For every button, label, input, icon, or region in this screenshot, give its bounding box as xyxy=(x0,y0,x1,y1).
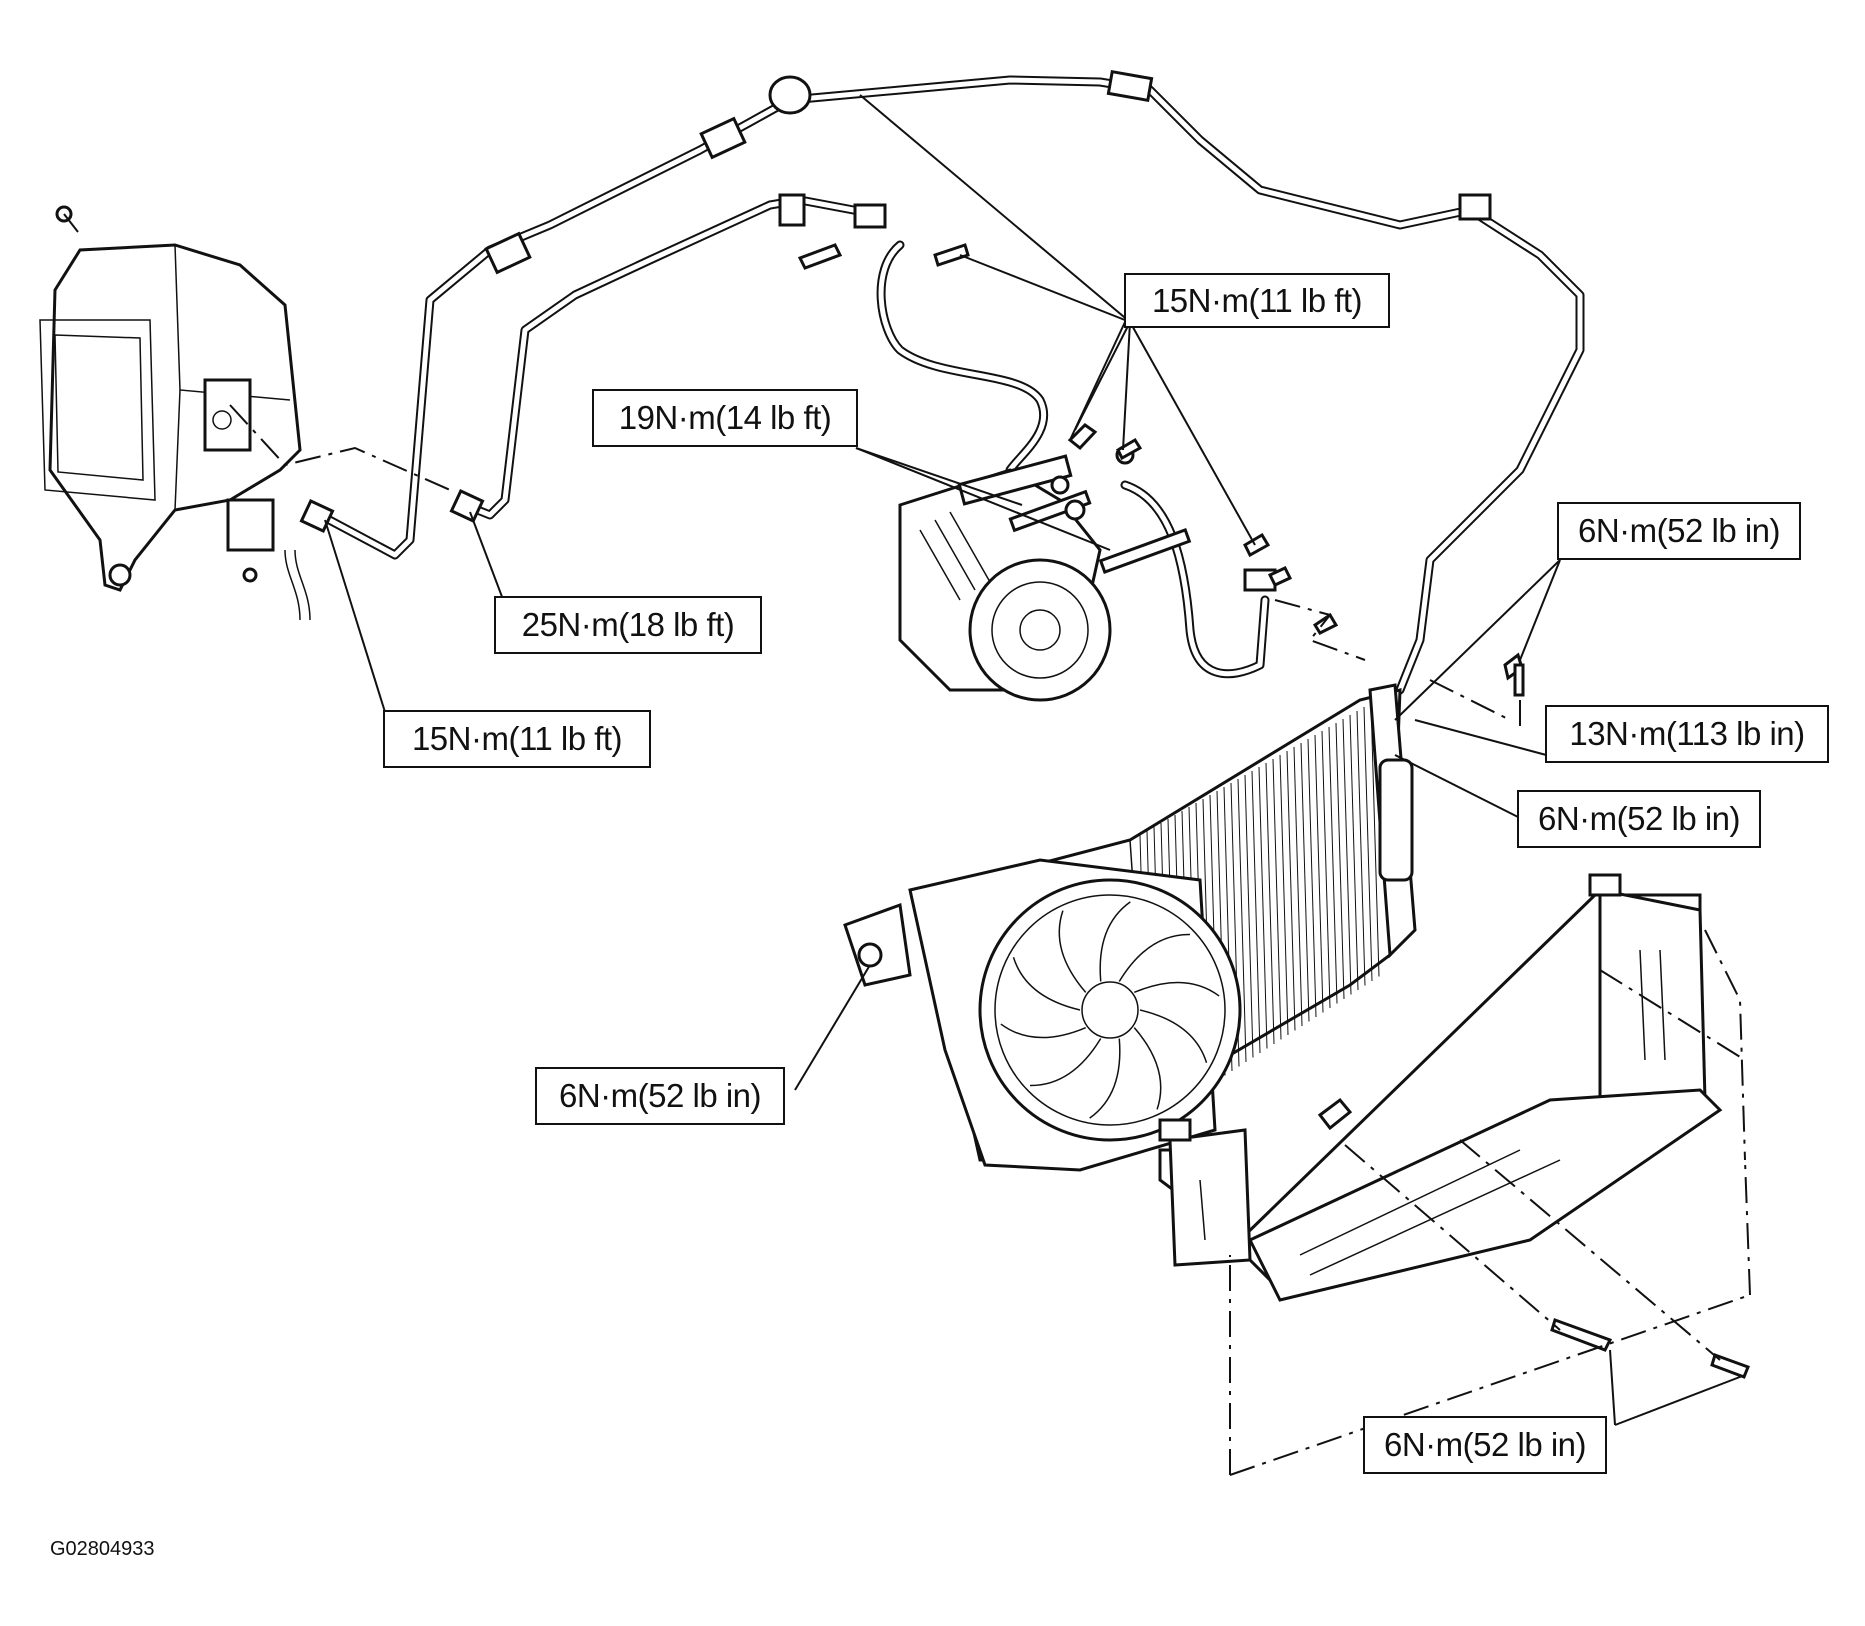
leader-lines xyxy=(324,94,1746,1426)
torque-callout-condenser-mount: 6N·m(52 lb in) xyxy=(535,1067,785,1125)
splash-shield xyxy=(1158,873,1750,1379)
torque-callout-condenser-inlet: 13N·m(113 lb in) xyxy=(1545,705,1829,763)
torque-callout-hose-fittings: 15N·m(11 lb ft) xyxy=(1124,273,1390,328)
torque-callout-receiver-drier: 6N·m(52 lb in) xyxy=(1517,790,1761,848)
assembly-lines xyxy=(229,404,1751,1476)
condenser-assembly xyxy=(843,683,1417,1172)
refrigerant-lines xyxy=(299,69,1585,695)
evaporator-case xyxy=(39,205,311,621)
torque-callout-shield-bolts: 6N·m(52 lb in) xyxy=(1363,1416,1607,1474)
figure-id: G02804933 xyxy=(50,1538,155,1560)
compressor xyxy=(898,445,1192,702)
torque-callout-compressor-bolts: 19N·m(14 lb ft) xyxy=(592,389,858,447)
torque-callout-liquid-line: 25N·m(18 lb ft) xyxy=(494,596,762,654)
fastener-bolts xyxy=(797,243,1525,697)
torque-callout-suction-line: 15N·m(11 lb ft) xyxy=(383,710,651,768)
torque-callout-receiver-bracket: 6N·m(52 lb in) xyxy=(1557,502,1801,560)
